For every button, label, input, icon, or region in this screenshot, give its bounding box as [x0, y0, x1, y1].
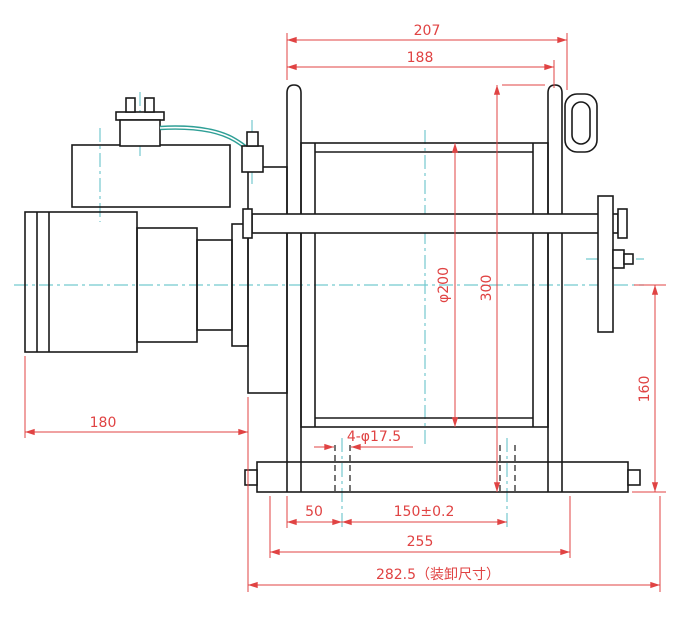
- gearbox-housing: [71, 144, 231, 208]
- valve-flange: [115, 111, 165, 121]
- label-255: 255: [407, 534, 434, 550]
- label-150: 150±0.2: [394, 504, 455, 520]
- winch-frame: [242, 84, 641, 494]
- handle-guard: [564, 93, 598, 153]
- motor-assembly: [24, 144, 288, 394]
- label-300: 300: [479, 275, 495, 302]
- valve-bolt-left: [125, 97, 136, 113]
- label-207: 207: [414, 23, 441, 39]
- valve-and-hose: [115, 97, 264, 173]
- label-160: 160: [637, 376, 653, 403]
- label-50: 50: [305, 504, 323, 520]
- valve-bolt-right: [144, 97, 155, 113]
- hose-fitting: [241, 145, 264, 173]
- dimensions: 207 188 φ200 300 160 180 4-φ17.5 50 150±…: [24, 23, 666, 592]
- valve-body: [119, 119, 161, 147]
- tie-rod: [251, 213, 619, 234]
- left-frame-plate: [286, 84, 302, 492]
- fitting-bolt: [246, 131, 259, 147]
- tie-rod-left-nut: [242, 208, 253, 239]
- handle-slot: [571, 101, 591, 145]
- right-frame-plate: [547, 84, 563, 492]
- bracket-bolt-tip: [623, 253, 634, 265]
- label-282: 282.5（装卸尺寸）: [376, 567, 500, 583]
- label-drum-diameter: φ200: [436, 267, 452, 303]
- base-frame: [256, 461, 629, 493]
- label-180: 180: [90, 415, 117, 431]
- bracket-bolt-head: [612, 249, 625, 269]
- label-188: 188: [407, 50, 434, 66]
- motor-body: [24, 211, 138, 353]
- tie-rod-right-nut: [617, 208, 628, 239]
- label-mounting-holes: 4-φ17.5: [347, 429, 401, 445]
- side-bracket: [597, 195, 614, 333]
- centerlines: [14, 92, 644, 530]
- drum: [300, 142, 549, 428]
- base-bolt-left: [244, 469, 258, 486]
- gearbox-flange-plate: [247, 166, 288, 394]
- base-bolt-right: [627, 469, 641, 486]
